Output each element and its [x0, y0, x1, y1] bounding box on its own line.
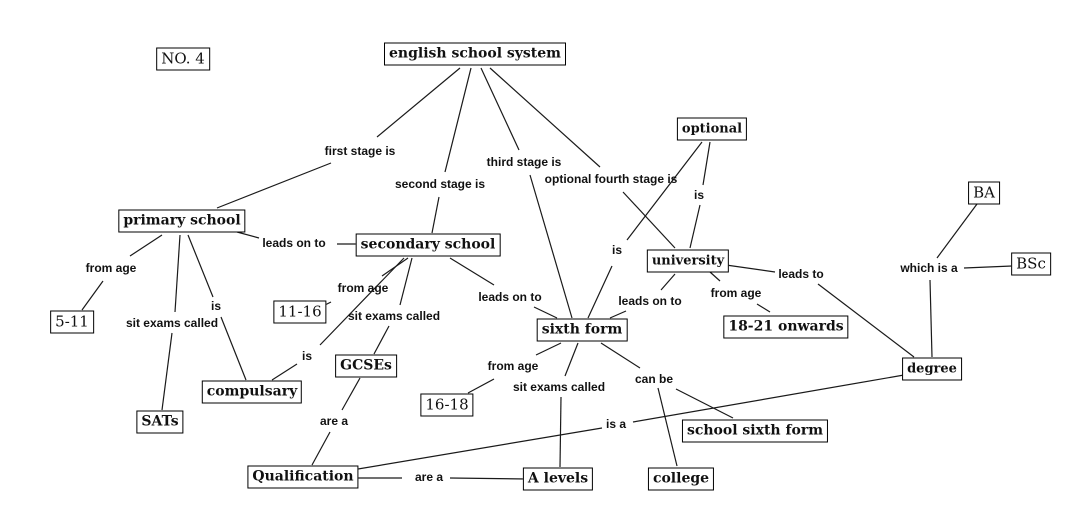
node-age-11-16[interactable]: 11-16: [273, 300, 327, 324]
edge-is-compulsary: [220, 316, 247, 381]
edge-sixth-sitexams: [564, 342, 579, 377]
link-alevels-are-a: are a: [414, 470, 444, 484]
edge-leads-sixth: [533, 306, 558, 319]
node-degree[interactable]: degree: [902, 357, 962, 381]
edge-primary-is: [187, 234, 214, 298]
node-age-18-21-onwards[interactable]: 18-21 onwards: [723, 315, 849, 339]
link-sixth-leads-on-to: leads on to: [618, 294, 682, 308]
edge-primary-sitexams: [174, 234, 181, 313]
edge-primary-fromage: [129, 234, 163, 257]
link-degree-is-a: is a: [605, 417, 627, 431]
edge-whichisa-ba: [936, 203, 978, 259]
edge-ess-first: [376, 67, 461, 138]
edge-second-secondary: [431, 196, 440, 234]
edge-degree-whichisa: [929, 279, 933, 358]
edge-isa-degree: [632, 374, 905, 423]
link-optional-fourth-stage-is: optional fourth stage is: [544, 172, 678, 186]
node-college[interactable]: college: [647, 467, 715, 491]
edge-ess-fourth: [489, 67, 601, 168]
title-badge: NO. 4: [156, 47, 210, 71]
node-gcses[interactable]: GCSEs: [335, 354, 397, 378]
edge-area2-alevels: [449, 477, 528, 480]
node-optional[interactable]: optional: [676, 117, 748, 141]
node-school-sixth-form[interactable]: school sixth form: [681, 419, 829, 443]
edge-canbe-college: [657, 387, 678, 467]
node-secondary-school[interactable]: secondary school: [355, 233, 501, 257]
edge-sitexams-gcses: [373, 325, 390, 355]
edge-gcses-area: [341, 377, 361, 411]
edge-sixth-canbe: [600, 342, 641, 369]
node-a-levels[interactable]: A levels: [522, 467, 594, 491]
edge-ess-second: [444, 67, 472, 173]
edge-secondary-leads: [449, 257, 495, 286]
edge-first-primary: [216, 162, 332, 209]
link-sixth-can-be: can be: [634, 372, 674, 386]
edge-is-university: [689, 204, 701, 249]
node-age-16-18[interactable]: 16-18: [420, 393, 474, 417]
edge-secondary-sitexams: [399, 257, 413, 306]
link-primary-leads-on-to: leads on to: [262, 236, 326, 250]
edge-whichisa-bsc: [963, 265, 1013, 269]
link-second-stage-is: second stage is: [394, 177, 486, 191]
link-first-stage-is: first stage is: [324, 144, 396, 158]
edge-fromage-1618: [467, 378, 495, 394]
edge-optional-is: [702, 141, 711, 186]
edge-canbe-ssf: [675, 388, 734, 419]
link-sixth-is: is: [611, 243, 623, 257]
edge-leads-university: [660, 273, 676, 291]
edge-is-optional: [626, 141, 703, 241]
edge-fourth-university: [622, 191, 676, 249]
node-sats[interactable]: SATs: [136, 410, 184, 434]
edge-fromage-1821: [756, 303, 771, 313]
edge-fromage-511: [81, 280, 104, 311]
edge-area-qualification: [311, 431, 331, 466]
link-university-from-age: from age: [710, 286, 762, 300]
edge-university-fromage: [709, 271, 721, 282]
edge-secondary-is: [319, 257, 405, 346]
edge-sixth-is: [587, 265, 613, 319]
edge-sitexams-sats: [161, 332, 173, 411]
node-bsc[interactable]: BSc: [1011, 252, 1051, 276]
node-primary-school[interactable]: primary school: [118, 209, 246, 233]
link-sixth-sit-exams-called: sit exams called: [512, 380, 606, 394]
link-secondary-sit-exams-called: sit exams called: [347, 309, 441, 323]
node-english-school-system[interactable]: english school system: [384, 42, 566, 66]
node-compulsary[interactable]: compulsary: [201, 380, 303, 404]
link-primary-from-age: from age: [85, 261, 137, 275]
link-which-is-a: which is a: [900, 261, 958, 275]
edge-is-compulsary2: [271, 363, 298, 381]
link-primary-sit-exams-called: sit exams called: [125, 316, 219, 330]
link-optional-is: is: [693, 188, 705, 202]
link-gcses-are-a: are a: [319, 414, 349, 428]
node-age-5-11[interactable]: 5-11: [50, 310, 94, 334]
edge-university-leads: [725, 264, 776, 273]
node-qualification[interactable]: Qualification: [247, 465, 359, 489]
edge-third-sixth: [529, 174, 573, 319]
node-sixth-form[interactable]: sixth form: [536, 318, 628, 342]
edge-leads-degree: [817, 283, 915, 358]
edge-sitexams-alevels: [559, 396, 562, 468]
link-primary-is: is: [210, 299, 222, 313]
link-secondary-leads-on-to: leads on to: [478, 290, 542, 304]
link-university-leads-to: leads to: [778, 267, 824, 281]
link-sixth-from-age: from age: [487, 359, 539, 373]
node-ba[interactable]: BA: [968, 181, 1000, 205]
link-secondary-is: is: [301, 349, 313, 363]
edge-primary-leads: [236, 231, 260, 239]
edge-ess-third: [480, 67, 520, 151]
node-university[interactable]: university: [646, 249, 730, 273]
link-third-stage-is: third stage is: [486, 155, 562, 169]
edge-qualification-isa: [351, 427, 603, 471]
edge-sixth-fromage: [535, 342, 562, 356]
edge-sixth-leads: [609, 310, 627, 319]
link-secondary-from-age: from age: [337, 281, 389, 295]
